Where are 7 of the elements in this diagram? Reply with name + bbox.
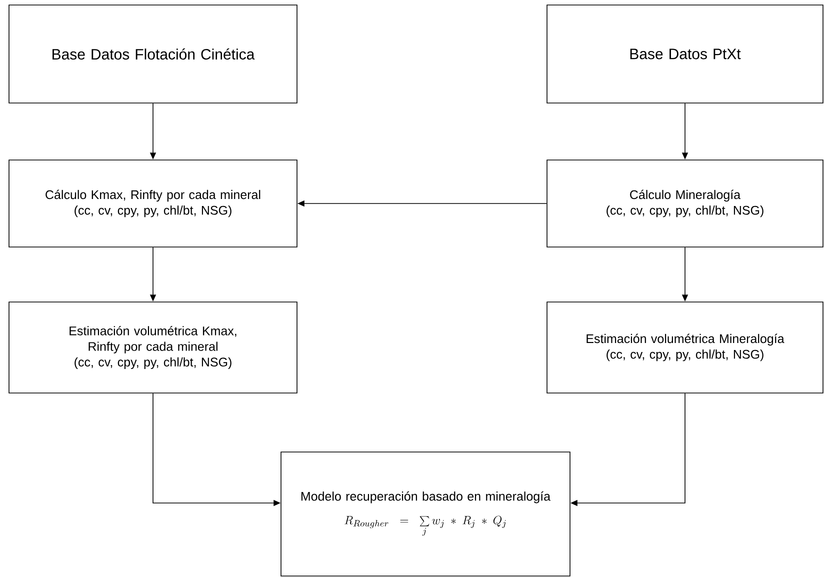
- process-box: Base Datos PtXt: [546, 4, 824, 104]
- process-box: Base Datos Flotación Cinética: [8, 4, 298, 104]
- process-box: Estimación volumétrica Kmax, Rinfty por cada mineral (cc, cv, cpy, py, chl/bt, NSG): [8, 302, 298, 394]
- process-box: Cálculo Mineralogía (cc, cv, cpy, py, chl/bt, NSG): [546, 160, 824, 248]
- process-box: Cálculo Kmax, Rinfty por cada mineral (cc, cv, cpy, py, chl/bt, NSG): [8, 160, 298, 248]
- process-box: Estimación volumétrica Mineralogía (cc, cv, cpy, py, chl/bt, NSG): [546, 302, 824, 394]
- process-box: Modelo recuperación basado en mineralogía $R_{Rougher} = \sum\limits_{j} w_j * R_j * Q_j$: [280, 452, 570, 576]
